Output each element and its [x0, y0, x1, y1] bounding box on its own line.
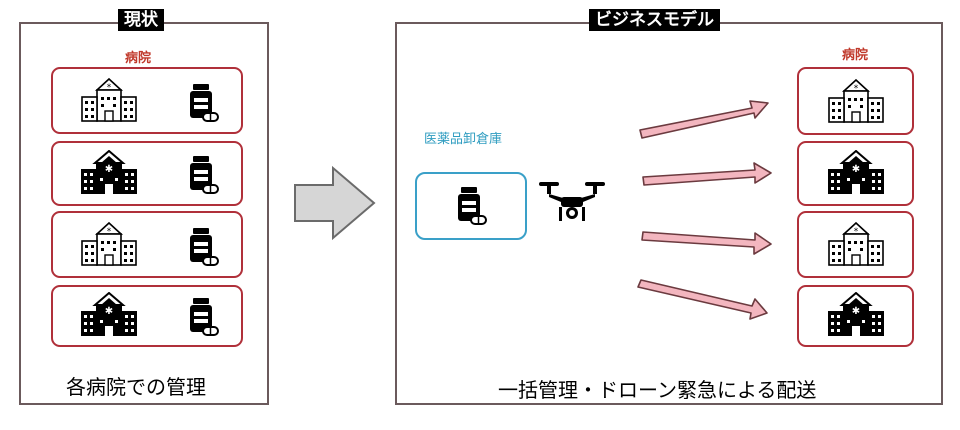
model-panel-title: ビジネスモデル [589, 9, 720, 31]
model-hospital-4 [797, 285, 914, 347]
current-hospital-row-2 [51, 141, 243, 206]
current-hospital-label: 病院 [125, 51, 152, 66]
hospital-filled-icon [826, 292, 886, 338]
hospital-outline-icon [826, 78, 886, 124]
delivery-arrow-2 [642, 162, 772, 186]
delivery-arrow-1 [639, 100, 769, 139]
model-hospital-label: 病院 [842, 48, 869, 63]
current-caption: 各病院での管理 [66, 375, 206, 399]
hospital-filled-icon [826, 150, 886, 196]
delivery-arrow-3 [641, 231, 772, 255]
hospital-outline-icon [826, 221, 886, 267]
model-hospital-2 [797, 141, 914, 206]
warehouse-box [415, 172, 527, 240]
current-hospital-row-4 [51, 285, 243, 347]
warehouse-label: 医薬品卸倉庫 [424, 132, 503, 147]
model-hospital-3 [797, 211, 914, 278]
delivery-arrow-4 [637, 279, 768, 320]
model-hospital-1 [797, 67, 914, 135]
model-caption: 一括管理・ドローン緊急による配送 [498, 378, 817, 402]
current-panel-title: 現状 [118, 9, 164, 31]
current-hospital-row-3 [51, 211, 243, 278]
current-hospital-row-1 [51, 67, 243, 134]
